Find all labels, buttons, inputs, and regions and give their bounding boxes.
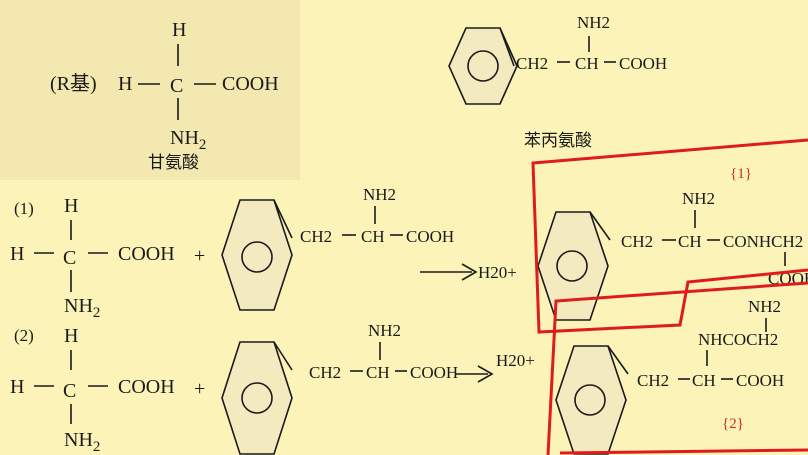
reaction-2-product-prefix: H20+: [496, 351, 535, 370]
reaction-1-ring-bond: [273, 199, 293, 239]
product-2-ch: CH: [692, 371, 716, 390]
reaction-1-number: (1): [14, 199, 34, 218]
reaction-1-phe-ch2: CH2: [300, 227, 332, 246]
product-2-ch2: CH2: [637, 371, 669, 390]
product-2-benzene-ring-icon: [555, 345, 627, 455]
reaction-2-ring-bond: [273, 341, 293, 371]
reaction-1-label: {1}: [730, 166, 752, 182]
reaction-2-h-top: H: [64, 325, 78, 347]
product-2-benzene-circle: [574, 384, 606, 416]
glycine-structure: H (R基) H C COOH NH2 甘氨酸: [50, 19, 279, 173]
product-1-benzene-circle: [556, 250, 588, 282]
reaction-2: (2) H H C COOH + NH2 CH2 CH COOH NH2 H20…: [10, 297, 784, 455]
reaction-2-phe-ch: CH: [366, 363, 390, 382]
reaction-2-benzene-ring-icon: [221, 341, 293, 455]
product-1-ring-bond: [589, 211, 611, 241]
reaction-2-benzene-circle: [241, 382, 273, 414]
reaction-2-phe-cooh: COOH: [410, 363, 458, 382]
benzene-ring-circle: [467, 50, 499, 82]
product-2-ring-bond: [607, 345, 629, 375]
product-1-ch2: CH2: [621, 232, 653, 251]
glycine-r-group-label: (R基): [50, 72, 97, 95]
glycine-panel-bg: [0, 0, 300, 180]
product-2-cooh: COOH: [736, 371, 784, 390]
glycine-name: 甘氨酸: [148, 153, 199, 173]
reaction-2-c: C: [63, 380, 76, 402]
phe-ch2: CH2: [516, 54, 548, 73]
reaction-2-h-left: H: [10, 376, 24, 398]
reaction-1-nh2: NH2: [64, 295, 100, 321]
reaction-1-arrow-icon: [461, 263, 478, 281]
reaction-1-phe-ch: CH: [361, 227, 385, 246]
reaction-1-phe-cooh: COOH: [406, 227, 454, 246]
phe-ch: CH: [575, 54, 599, 73]
glycine-nh2: NH2: [170, 127, 206, 153]
reaction-2-phe-nh2: NH2: [368, 321, 401, 340]
product-1-highlight-box: [531, 138, 808, 334]
reaction-2-phe-ch2: CH2: [309, 363, 341, 382]
product-1-nh2: NH2: [682, 189, 715, 208]
product-1-benzene-ring-icon: [537, 211, 609, 321]
reaction-1-benzene-circle: [241, 241, 273, 273]
product-2-nhcoch2: NHCOCH2: [698, 330, 778, 349]
reaction-2-label: {2}: [722, 416, 744, 432]
phe-cooh: COOH: [619, 54, 667, 73]
reaction-1-h-top: H: [64, 195, 78, 217]
reaction-1-cooh: COOH: [118, 243, 175, 265]
reaction-1-plus: +: [194, 245, 205, 267]
phenylalanine-structure: CH2 CH COOH NH2 苯丙氨酸: [448, 13, 667, 151]
reaction-1-c: C: [63, 247, 76, 269]
reaction-1-phe-nh2: NH2: [363, 185, 396, 204]
reaction-1: (1) H H C COOH + NH2 CH2 CH COOH NH2 H20…: [10, 166, 808, 321]
reaction-2-cooh: COOH: [118, 376, 175, 398]
glycine-cooh: COOH: [222, 73, 279, 95]
reaction-2-plus: +: [194, 378, 205, 400]
reaction-2-nh2: NH2: [64, 429, 100, 455]
reaction-1-h-left: H: [10, 243, 24, 265]
reaction-2-number: (2): [14, 326, 34, 345]
product-1-ch: CH: [678, 232, 702, 251]
product-2-nh2: NH2: [748, 297, 781, 316]
product-2-highlight-box: [546, 281, 808, 455]
phenylalanine-name: 苯丙氨酸: [524, 131, 592, 151]
glycine-h-top: H: [172, 19, 186, 41]
benzene-ring-icon: [448, 27, 518, 105]
phe-ring-bond: [499, 27, 515, 67]
reaction-1-product-prefix: H20+: [478, 263, 517, 282]
glycine-c: C: [170, 75, 183, 97]
glycine-h-left: H: [118, 73, 132, 95]
phe-nh2: NH2: [577, 13, 610, 32]
product-2-highlight-bottom: [559, 448, 808, 455]
reaction-2-arrow-icon: [477, 365, 494, 383]
product-1-tail: CONHCH2: [723, 232, 803, 251]
